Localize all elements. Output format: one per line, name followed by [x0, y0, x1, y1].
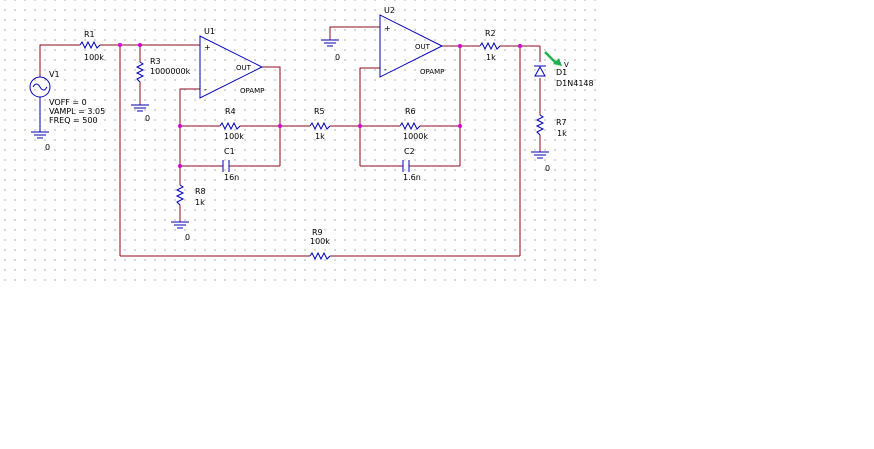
r8-ref: R8 — [195, 187, 206, 196]
r6-value: 1000k — [403, 132, 428, 141]
u2-model: OPAMP — [420, 68, 444, 76]
ground-symbol: 0 — [321, 39, 340, 62]
u2-plus: + — [384, 24, 391, 33]
c2-ref: C2 — [404, 147, 415, 156]
c2-value: 1.6n — [403, 173, 421, 182]
ground-symbol: 0 — [531, 151, 550, 173]
r3-value: 1000000k — [150, 67, 191, 76]
r4-value: 100k — [224, 132, 244, 141]
ground-label: 0 — [45, 143, 50, 152]
resistor-r3[interactable]: R3 1000000k — [135, 57, 191, 83]
r1-value: 100k — [84, 53, 104, 62]
r2-ref: R2 — [485, 29, 496, 38]
source-v1[interactable]: V1 VOFF = 0 VAMPL = 3.05 FREQ = 500 — [29, 70, 105, 132]
grid-dots — [0, 0, 603, 281]
opamp-u1[interactable]: + - OUT U1 OPAMP — [199, 27, 264, 99]
ground-symbol: 0 — [31, 131, 50, 152]
ground-label: 0 — [145, 114, 150, 123]
r7-value: 1k — [557, 129, 567, 138]
r9-ref: R9 — [312, 228, 323, 237]
resistor-r5[interactable]: R5 1k — [309, 107, 331, 141]
r5-value: 1k — [315, 132, 325, 141]
u2-ref: U2 — [384, 6, 395, 15]
c1-ref: C1 — [224, 147, 235, 156]
resistor-r8[interactable]: R8 1k — [175, 184, 206, 207]
d1-model: D1N4148 — [556, 79, 594, 88]
ground-label: 0 — [335, 53, 340, 62]
r6-ref: R6 — [405, 107, 416, 116]
resistor-r7[interactable]: R7 1k — [535, 114, 567, 138]
ground-symbol: 0 — [171, 221, 190, 242]
u1-out-label: OUT — [236, 64, 252, 72]
resistor-r9[interactable]: R9 100k — [309, 228, 331, 261]
wires — [39, 26, 541, 257]
u1-plus: + — [204, 43, 211, 52]
r1-ref: R1 — [84, 30, 95, 39]
ground-label: 0 — [545, 164, 550, 173]
r5-ref: R5 — [314, 107, 325, 116]
resistor-r6[interactable]: R6 1000k — [399, 107, 428, 141]
r2-value: 1k — [486, 53, 496, 62]
r4-ref: R4 — [225, 107, 236, 116]
u2-out-label: OUT — [415, 43, 431, 51]
v1-vampl: VAMPL = 3.05 — [49, 107, 105, 116]
capacitor-c2[interactable]: C2 1.6n — [402, 147, 421, 182]
opamp-u2[interactable]: + - OUT U2 OPAMP — [379, 6, 444, 78]
u1-model: OPAMP — [240, 87, 264, 95]
resistor-r2[interactable]: R2 1k — [479, 29, 501, 62]
v1-freq: FREQ = 500 — [49, 116, 98, 125]
diode-d1[interactable]: D1 D1N4148 — [534, 65, 594, 88]
probe-label: V — [564, 61, 569, 69]
u1-minus: - — [204, 85, 207, 94]
resistor-r4[interactable]: R4 100k — [219, 107, 244, 141]
c1-value: 16n — [224, 173, 239, 182]
u1-ref: U1 — [204, 27, 215, 36]
resistor-r1[interactable]: R1 100k — [79, 30, 104, 62]
r7-ref: R7 — [556, 118, 567, 127]
ground-symbol: 0 — [131, 104, 150, 123]
r9-value: 100k — [310, 237, 330, 246]
r8-value: 1k — [195, 198, 205, 207]
capacitor-c1[interactable]: C1 16n — [222, 147, 239, 182]
u2-minus: - — [384, 65, 387, 74]
ground-label: 0 — [185, 233, 190, 242]
d1-ref: D1 — [556, 68, 567, 77]
v1-voff: VOFF = 0 — [49, 98, 87, 107]
v1-ref: V1 — [49, 70, 60, 79]
voltage-probe-marker[interactable]: V — [544, 51, 569, 69]
r3-ref: R3 — [150, 57, 161, 66]
junctions — [118, 43, 522, 168]
